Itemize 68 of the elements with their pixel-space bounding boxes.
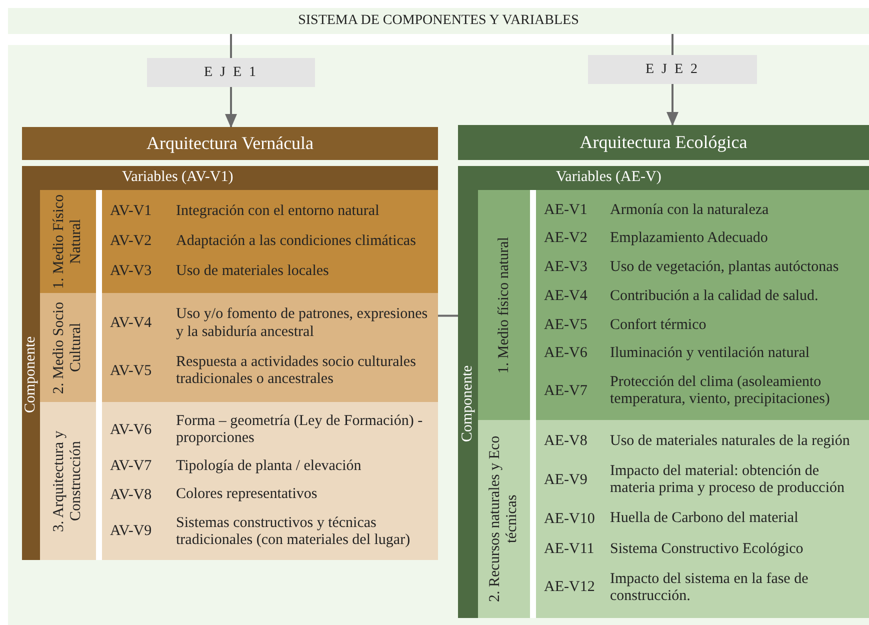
variable-description: Uso y/o fomento de patrones, expresiones y la sabiduría ancestral — [176, 306, 429, 341]
variable-description: Forma – geometría (Ley de Formación) - proporciones — [176, 412, 424, 448]
variable-description: Adaptación a las condiciones climáticas — [176, 232, 417, 250]
variable-code: AE-V6 — [543, 345, 588, 362]
variable-code: AV-V2 — [109, 233, 153, 250]
component-band — [478, 420, 869, 618]
component-axis-label: Componente — [22, 336, 40, 416]
variable-code: AE-V5 — [543, 316, 588, 334]
section-header: Arquitectura Ecológica — [458, 125, 869, 160]
variable-code: AV-V5 — [109, 362, 153, 380]
variable-code: AV-V9 — [109, 523, 153, 540]
variable-description: Emplazamiento Adecuado — [610, 230, 769, 248]
component-label: 3. Arquitectura y Construcción — [51, 429, 85, 534]
component-band — [40, 190, 438, 293]
component-axis-label: Componente — [458, 364, 476, 444]
variable-code: AE-V2 — [543, 230, 588, 248]
variable-description: Respuesta a actividades socio culturales tradicionales o ancestrales — [176, 354, 417, 389]
variable-code: AE-V1 — [543, 202, 588, 219]
variable-code: AV-V4 — [109, 315, 153, 332]
variable-code: AV-V3 — [109, 263, 153, 280]
connector-line — [438, 314, 458, 317]
variable-description: Sistema Constructivo Ecológico — [610, 540, 804, 558]
variable-code: AE-V4 — [543, 288, 588, 305]
variable-code: AV-V7 — [109, 458, 153, 476]
component-label: 1. Medio físico natural — [496, 236, 512, 374]
variable-code: AE-V10 — [543, 510, 596, 528]
variable-description: Protección del clima (asoleamiento temperatura, viento, precipitaciones) — [610, 374, 831, 408]
variable-description: Integración con el entorno natural — [176, 202, 380, 220]
variable-code: AE-V9 — [543, 472, 588, 489]
variable-description: Impacto del sistema en la fase de construcción. — [610, 570, 810, 606]
component-band — [40, 402, 438, 560]
table-header: Variables (AE-V) — [556, 169, 662, 186]
variable-description: Uso de materiales naturales de la región — [610, 432, 851, 450]
component-label: 2. Recursos naturales y Eco técnicas — [487, 434, 521, 604]
variable-description: Confort térmico — [610, 316, 708, 334]
arrow — [225, 87, 237, 128]
variable-description: Armonía con la naturaleza — [610, 202, 770, 219]
arrow — [666, 84, 678, 126]
axis-tag: E J E 2 — [588, 55, 757, 84]
variable-code: AE-V12 — [543, 579, 596, 596]
variable-description: Contribución a la calidad de salud. — [610, 288, 820, 305]
variable-code: AE-V7 — [543, 382, 588, 400]
section-header: Arquitectura Vernácula — [22, 127, 438, 160]
connector-line — [230, 34, 232, 58]
connector-line — [672, 34, 674, 55]
variable-code: AV-V8 — [109, 486, 153, 504]
variable-description: Uso de materiales locales — [176, 262, 330, 280]
variable-description: Tipología de planta / elevación — [176, 458, 362, 476]
variable-description: Colores representativos — [176, 486, 318, 504]
table-panel — [22, 166, 438, 560]
variable-description: Sistemas constructivos y técnicas tradicionales (con materiales del lugar) — [176, 514, 412, 550]
variable-code: AV-V6 — [109, 422, 153, 439]
axis-tag: E J E 1 — [147, 58, 315, 87]
component-label: 2. Medio Socio Cultural — [51, 300, 85, 396]
variable-description: Impacto del material: obtención de materia prima y proceso de producción — [610, 463, 846, 498]
variable-description: Uso de vegetación, plantas autóctonas — [610, 259, 840, 276]
component-label: 1. Medio Físico Natural — [51, 194, 85, 289]
component-band — [40, 293, 438, 402]
table-header: Variables (AV-V1) — [122, 169, 234, 186]
variable-code: AV-V1 — [109, 202, 153, 220]
variable-code: AE-V11 — [543, 540, 596, 558]
variable-description: Iluminación y ventilación natural — [610, 345, 811, 362]
table-panel — [458, 166, 869, 618]
variable-description: Huella de Carbono del material — [610, 510, 800, 528]
variable-code: AE-V8 — [543, 433, 588, 450]
component-band — [478, 190, 869, 420]
title-banner: SISTEMA DE COMPONENTES Y VARIABLES — [8, 8, 869, 34]
variable-code: AE-V3 — [543, 259, 588, 276]
